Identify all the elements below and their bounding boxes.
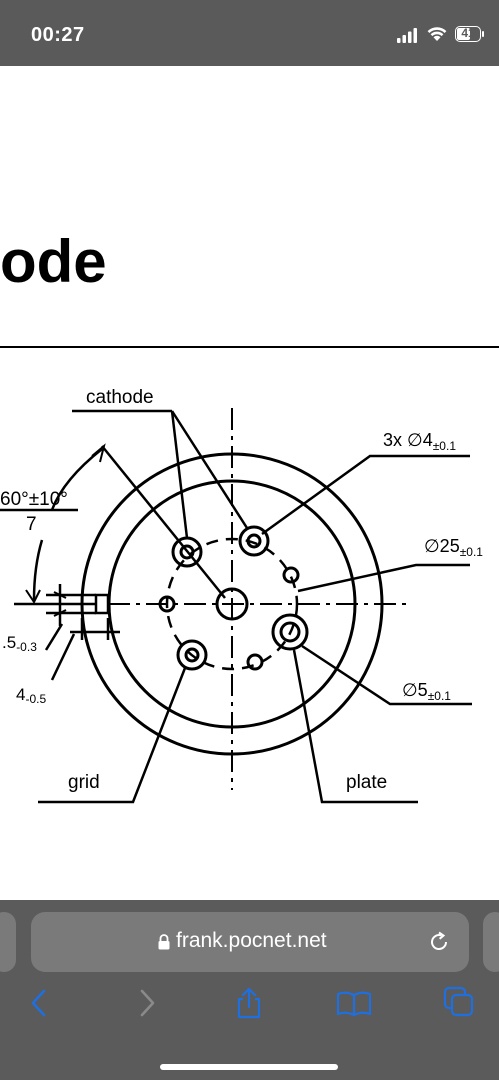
angle-label: 60°±10° (0, 489, 68, 510)
upper-right-pin-inner (246, 533, 262, 549)
grid-label: grid (68, 772, 100, 793)
back-chevron-icon[interactable] (29, 988, 49, 1018)
diameter-5-label: ∅5±0.1 (402, 680, 451, 703)
plate-pin-inner (279, 621, 301, 643)
plate-leader (292, 649, 418, 804)
dim-left-1-label: .5-0.3 (2, 633, 37, 654)
tabs-icon[interactable] (443, 986, 477, 1020)
forward-chevron-icon[interactable] (137, 988, 157, 1018)
cathode-label: cathode (86, 387, 154, 408)
center-hole (215, 587, 249, 621)
hole-3x-label: 3x ∅4±0.1 (383, 430, 456, 453)
next-tab-pill[interactable] (483, 912, 499, 972)
key-tab (94, 593, 110, 615)
diameter-5-leader (301, 644, 472, 706)
angle-leader (101, 445, 226, 599)
share-icon[interactable] (234, 986, 264, 1020)
diameter-25-leader (297, 563, 470, 593)
address-bar[interactable] (31, 912, 469, 972)
lock-icon (158, 934, 170, 950)
plate-label: plate (346, 772, 387, 793)
socket-drawing: cathode 3x ∅4±0.1 60°±10° 7 ∅25±0.1 .5-0… (0, 387, 483, 804)
dim-leader-left (44, 623, 64, 651)
dim-left-2-label: 4-0.5 (16, 685, 46, 706)
grid-leader (38, 667, 187, 804)
small-hole-left (158, 595, 176, 613)
cellular-signal-icon (397, 28, 417, 43)
bookmarks-icon[interactable] (336, 988, 372, 1018)
heading-divider (0, 346, 499, 348)
angle-sub-label: 7 (26, 514, 37, 535)
status-time: 00:27 (31, 24, 85, 46)
plate-pin-outer (271, 613, 309, 651)
diameter-25-label: ∅25±0.1 (424, 536, 483, 559)
battery-level: 41 (461, 26, 475, 40)
angle-arrowhead-lower (25, 589, 41, 604)
status-indicators: 41 (397, 26, 485, 46)
upper-right-pin-outer (238, 525, 270, 557)
battery-icon: 41 (455, 26, 481, 42)
grid-pin-outer (176, 639, 208, 671)
battery-nub (482, 31, 484, 37)
cathode-pin-inner (179, 544, 195, 560)
url-text[interactable]: frank.pocnet.net (176, 929, 327, 952)
reload-icon[interactable] (428, 931, 450, 953)
home-indicator[interactable] (160, 1064, 338, 1070)
grid-pin-inner (184, 647, 200, 663)
angle-arrowhead (91, 443, 106, 463)
previous-tab-pill[interactable] (0, 912, 16, 972)
small-hole-right (282, 566, 300, 584)
angle-arc-lower (32, 539, 44, 601)
page-heading: ode (0, 228, 107, 295)
status-bar: 00:27 41 (0, 0, 499, 66)
wifi-icon (427, 27, 447, 41)
hole-3x-leader (261, 454, 470, 536)
dim-leader-lower (50, 633, 76, 681)
small-hole-bottom (246, 653, 264, 671)
